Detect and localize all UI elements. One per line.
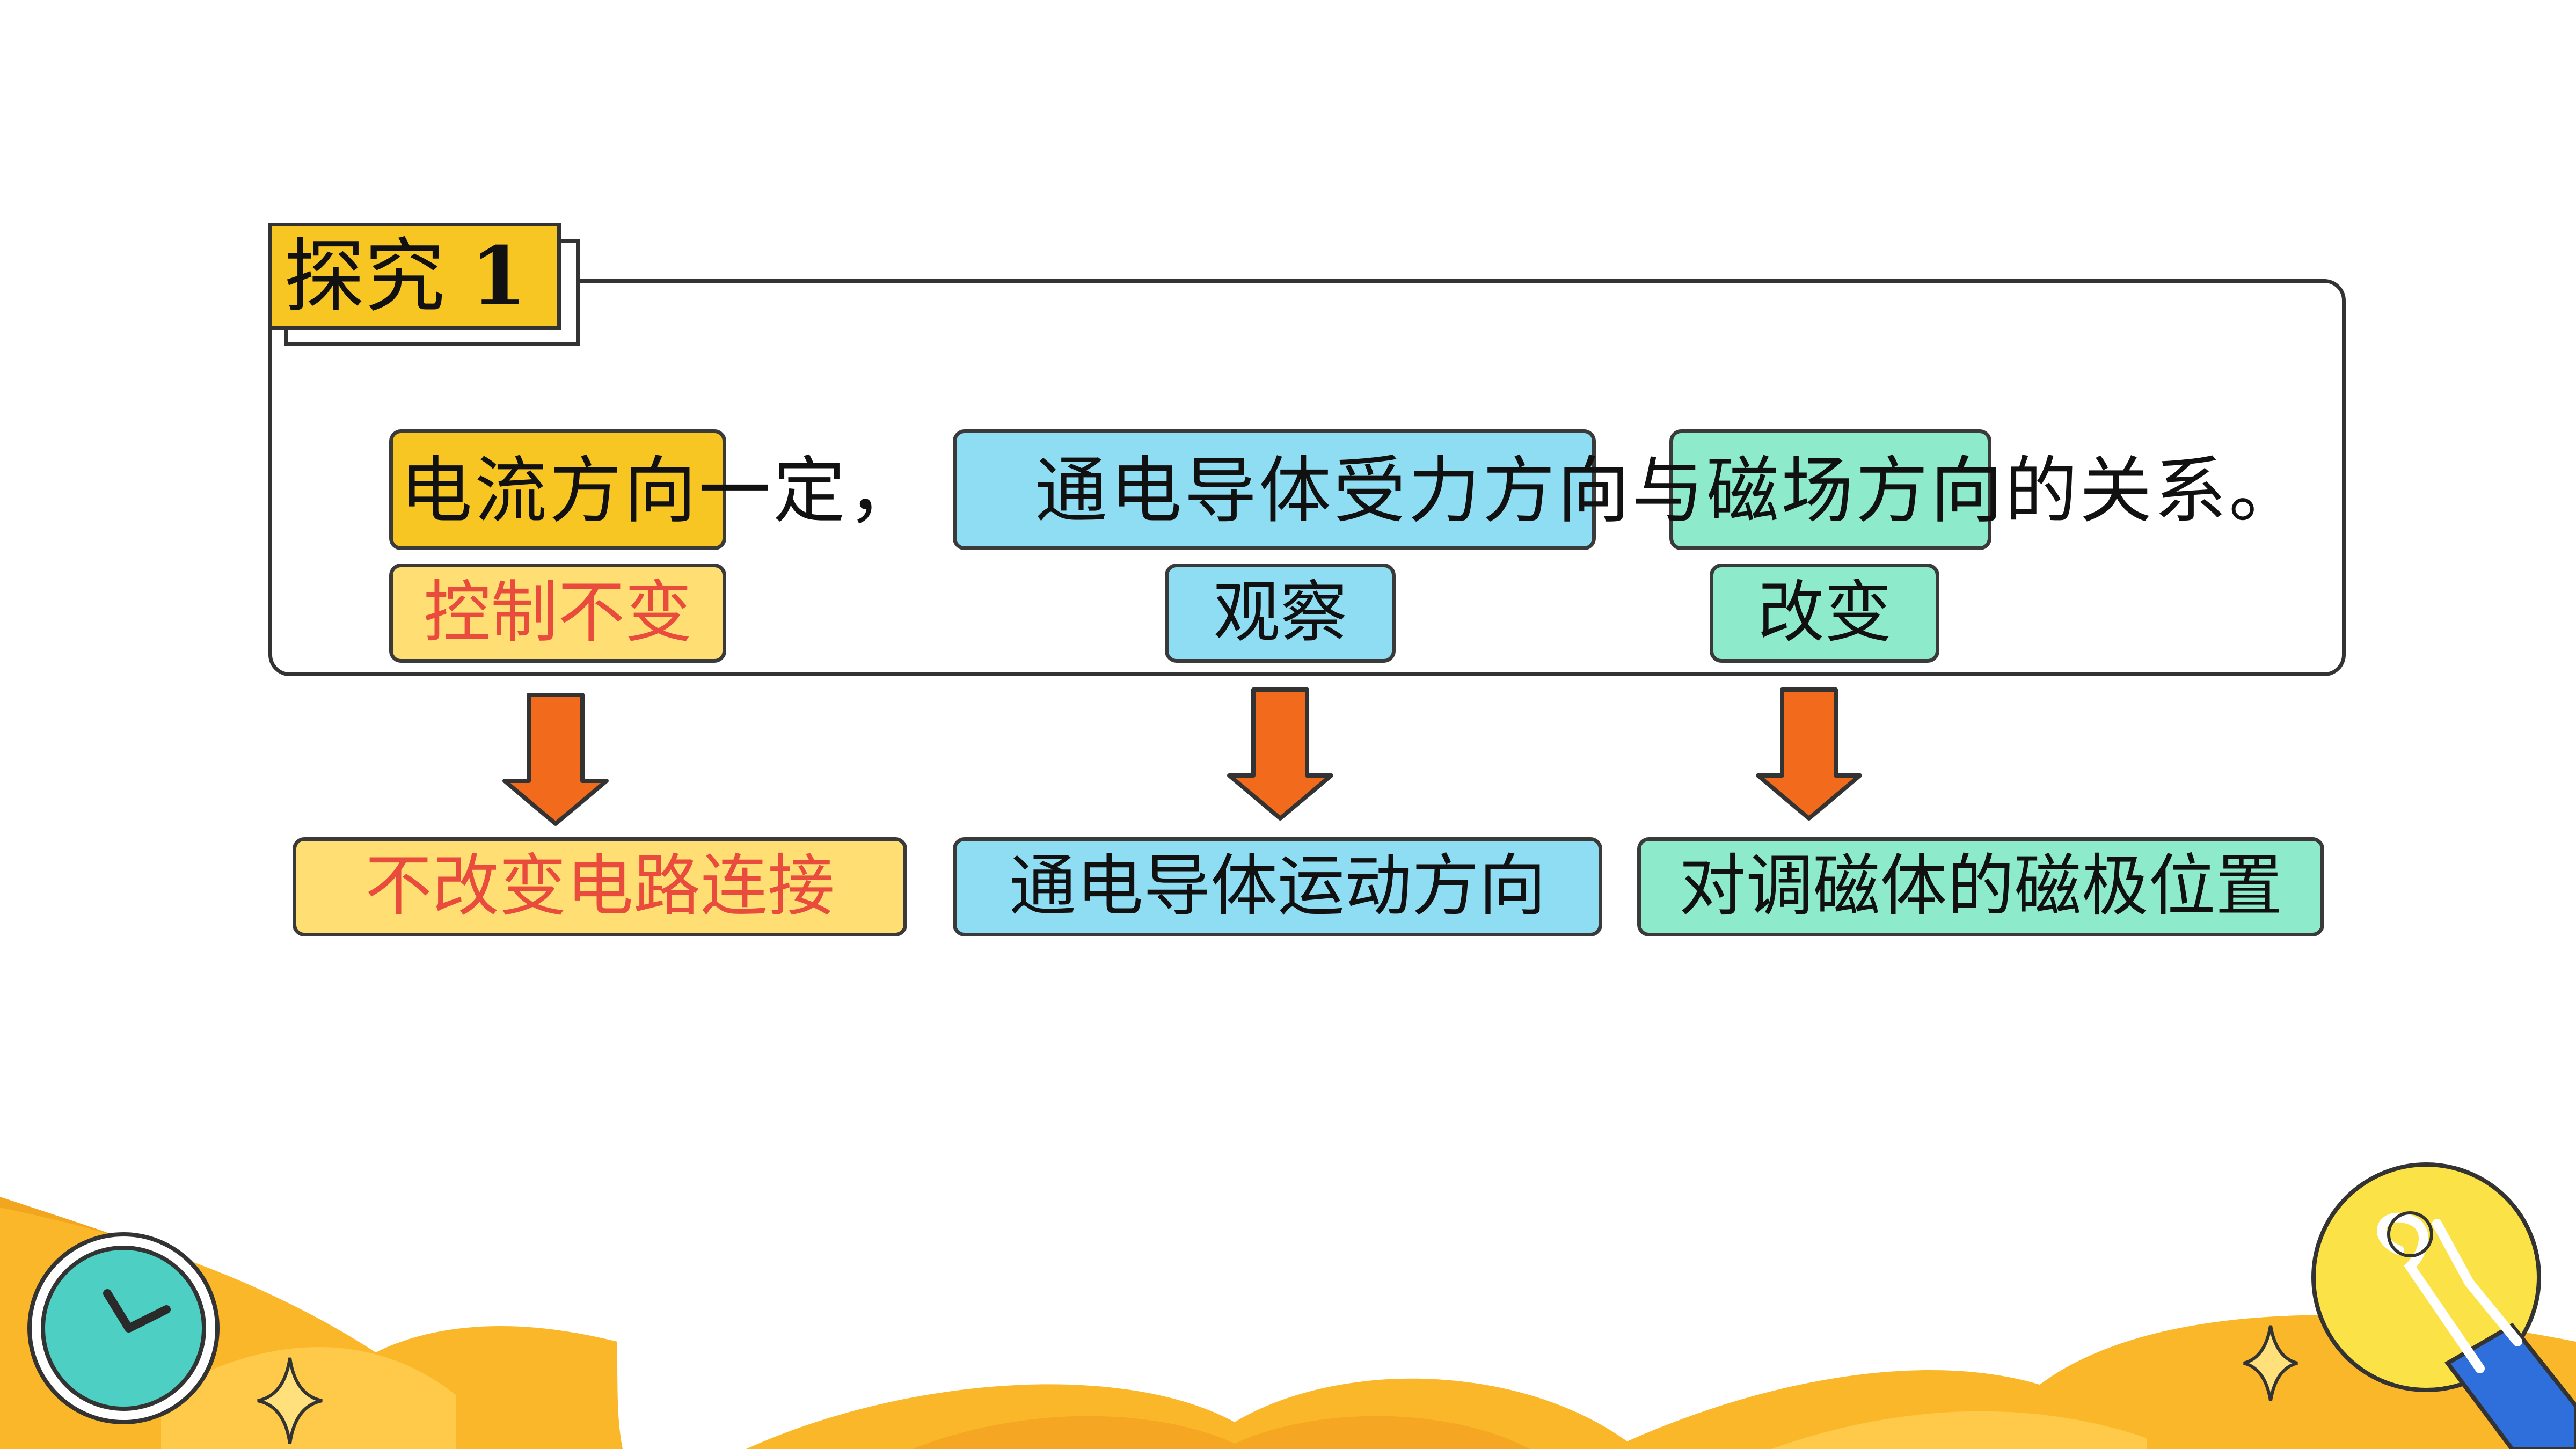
sentence-part-relation: 的关系。 (2005, 449, 2303, 533)
lightbulb-icon (2311, 1162, 2576, 1449)
sentence-part-constant: 一定， (698, 449, 922, 533)
arrow-down-right (1756, 687, 1862, 821)
label-observe: 观察 (1165, 564, 1396, 663)
label-change: 改变 (1710, 564, 1939, 663)
section-tag-word: 探究 (284, 230, 446, 324)
sentence-part-current-direction: 电流方向 (400, 449, 698, 533)
highlight-force-direction (953, 429, 1596, 550)
result-motion-direction: 通电导体运动方向 (953, 837, 1602, 936)
result-swap-magnet-poles: 对调磁体的磁极位置 (1637, 837, 2324, 936)
section-tag: 探究 1 (268, 223, 561, 330)
wave-right (1610, 1315, 2576, 1449)
arrow-down-middle (1227, 687, 1333, 821)
sparkle-icon (2243, 1325, 2298, 1401)
clock-icon (27, 1232, 220, 1424)
label-control: 控制不变 (389, 564, 726, 663)
highlight-field-direction (1669, 429, 1991, 550)
arrow-down-left (502, 693, 609, 826)
wave-right-inner (1771, 1411, 2147, 1449)
wave-middle-inner (913, 1416, 1530, 1449)
sentence-part-field-direction: 磁场方向 (1706, 449, 2005, 533)
sparkle-icon (257, 1357, 323, 1444)
result-keep-circuit: 不改变电路连接 (293, 837, 907, 936)
highlight-current-direction (389, 429, 726, 550)
sentence-part-and: 与 (1632, 449, 1706, 533)
sentence-part-force-direction: 通电导体受力方向 (1035, 449, 1632, 533)
question-sentence: 电流方向一定， 通电导体受力方向与磁场方向的关系。 (400, 443, 2303, 539)
section-tag-number: 1 (470, 229, 527, 324)
